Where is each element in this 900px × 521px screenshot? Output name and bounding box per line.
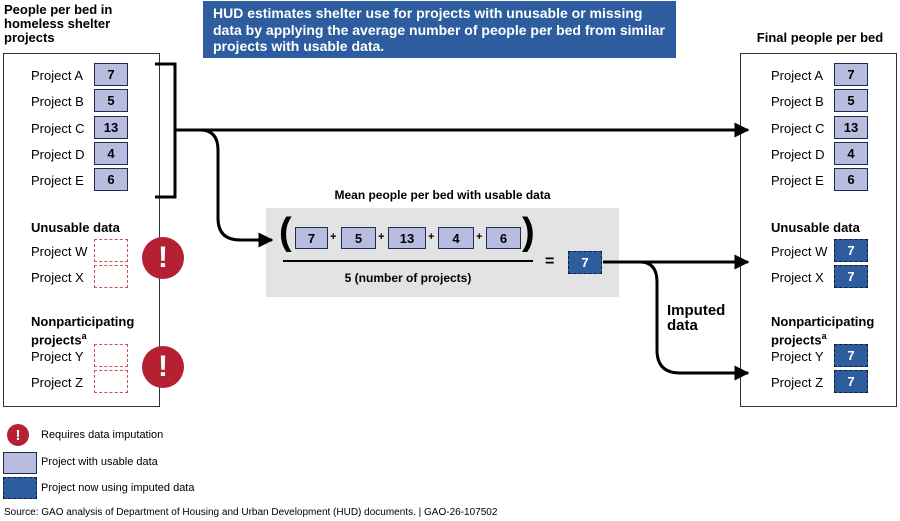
right-project-x-imputed: 7	[834, 265, 868, 288]
left-nonparticipating-heading: Nonparticipating projectsa	[31, 314, 151, 348]
right-project-e-value: 6	[834, 168, 868, 191]
right-project-a-label: Project A	[771, 68, 824, 83]
right-project-y-imputed: 7	[834, 344, 868, 367]
legend-imputed-text: Project now using imputed data	[41, 482, 195, 494]
right-project-e-label: Project E	[771, 173, 824, 188]
right-nonparticipating-heading: Nonparticipating projectsa	[771, 314, 891, 348]
left-nonparticipating-text: Nonparticipating projects	[31, 314, 135, 348]
right-project-b-label: Project B	[771, 94, 824, 109]
equation-term-5: 6	[486, 227, 521, 249]
plus-sign: +	[428, 231, 435, 243]
left-footnote-marker: a	[81, 331, 87, 341]
bracket	[155, 62, 177, 199]
right-project-c-value: 13	[834, 116, 868, 139]
left-project-a-label: Project A	[31, 68, 84, 83]
equation-panel	[266, 208, 619, 297]
explanation-banner: HUD estimates shelter use for projects w…	[203, 1, 676, 58]
close-paren: )	[522, 211, 535, 253]
legend-usable-text: Project with usable data	[41, 456, 158, 468]
right-project-w-imputed: 7	[834, 239, 868, 262]
right-project-z-label: Project Z	[771, 375, 824, 390]
plus-sign: +	[330, 231, 337, 243]
plus-sign: +	[378, 231, 385, 243]
right-project-z-imputed: 7	[834, 370, 868, 393]
right-project-d-value: 4	[834, 142, 868, 165]
open-paren: (	[279, 211, 292, 253]
equation-heading: Mean people per bed with usable data	[334, 188, 551, 202]
usable-swatch	[3, 452, 37, 474]
left-panel-title: People per bed in homeless shelter proje…	[4, 2, 113, 45]
source-note: Source: GAO analysis of Department of Ho…	[4, 507, 498, 518]
alert-icon: !	[7, 424, 29, 446]
left-project-w-label: Project W	[31, 244, 88, 259]
right-unusable-heading: Unusable data	[771, 220, 860, 235]
equation-term-3: 13	[388, 227, 426, 249]
right-project-a-value: 7	[834, 63, 868, 86]
equation-term-2: 5	[341, 227, 376, 249]
right-panel	[740, 53, 897, 407]
imputed-swatch	[3, 477, 37, 499]
imputed-data-label: Imputed data	[667, 302, 726, 334]
right-footnote-marker: a	[821, 331, 827, 341]
right-project-y-label: Project Y	[771, 349, 824, 364]
equation-denominator: 5 (number of projects)	[344, 271, 472, 285]
left-project-y-missing	[94, 344, 128, 367]
right-project-b-value: 5	[834, 89, 868, 112]
legend-alert-text: Requires data imputation	[41, 429, 164, 441]
left-project-b-label: Project B	[31, 94, 84, 109]
left-project-w-missing	[94, 239, 128, 262]
fraction-bar	[283, 260, 533, 262]
plus-sign: +	[476, 231, 483, 243]
left-project-d-value: 4	[94, 142, 128, 165]
left-project-x-label: Project X	[31, 270, 84, 285]
left-project-e-label: Project E	[31, 173, 84, 188]
left-project-c-label: Project C	[31, 121, 85, 136]
alert-icon: !	[142, 346, 184, 388]
left-unusable-heading: Unusable data	[31, 220, 120, 235]
right-project-x-label: Project X	[771, 270, 824, 285]
left-project-e-value: 6	[94, 168, 128, 191]
left-project-b-value: 5	[94, 89, 128, 112]
equation-term-1: 7	[295, 227, 328, 249]
left-panel	[3, 53, 160, 407]
alert-icon: !	[142, 237, 184, 279]
left-project-z-missing	[94, 370, 128, 393]
equation-result: 7	[568, 251, 602, 274]
right-project-c-label: Project C	[771, 121, 825, 136]
left-project-c-value: 13	[94, 116, 128, 139]
equation-term-4: 4	[438, 227, 474, 249]
left-project-z-label: Project Z	[31, 375, 84, 390]
left-project-y-label: Project Y	[31, 349, 84, 364]
arrow-to-equation	[199, 128, 274, 248]
right-project-w-label: Project W	[771, 244, 828, 259]
left-project-d-label: Project D	[31, 147, 85, 162]
right-nonparticipating-text: Nonparticipating projects	[771, 314, 875, 348]
left-project-a-value: 7	[94, 63, 128, 86]
left-project-x-missing	[94, 265, 128, 288]
equals-sign: =	[545, 253, 555, 270]
arrow-imputed-yz	[639, 260, 750, 381]
right-panel-title: Final people per bed	[756, 30, 884, 45]
right-project-d-label: Project D	[771, 147, 825, 162]
